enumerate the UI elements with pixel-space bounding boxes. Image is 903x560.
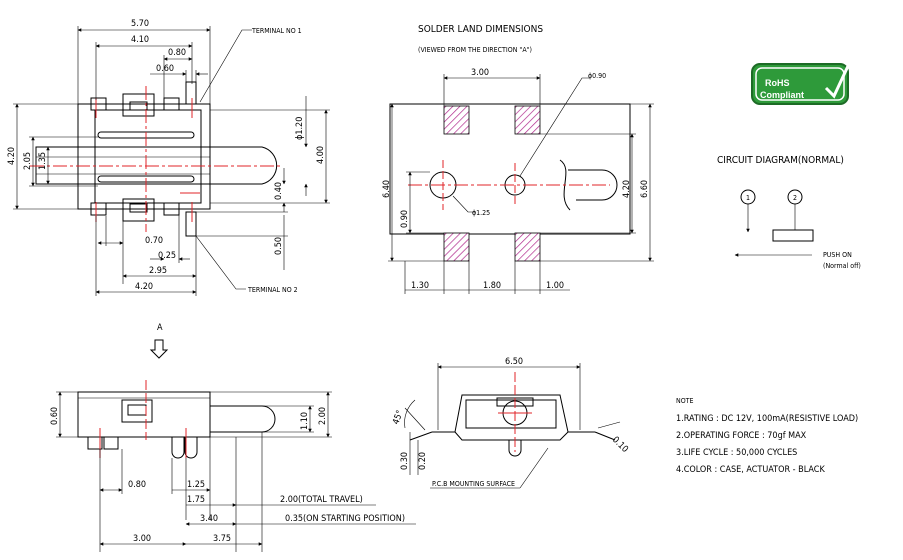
land-pad-bl	[443, 232, 470, 262]
dim-2-05: 2.05	[23, 152, 33, 170]
terminal-2-marker: 2	[793, 194, 797, 202]
land-outline	[389, 103, 631, 235]
dim-0-80: 0.80	[168, 48, 186, 58]
land-dim-3-00: 3.00	[471, 68, 489, 78]
solder-land-title: SOLDER LAND DIMENSIONS	[418, 24, 543, 35]
note-item: 4.COLOR : CASE, ACTUATOR - BLACK	[676, 465, 825, 475]
notes-block: NOTE 1.RATING : DC 12V, 100mA(RESISTIVE …	[676, 397, 858, 475]
land-dim-6-40: 6.40	[382, 180, 392, 198]
end-dim-6-50: 6.50	[505, 357, 523, 367]
end-angle-45: 45°	[391, 409, 405, 426]
switch-body	[77, 103, 211, 210]
side-dim-0-60: 0.60	[50, 407, 60, 425]
side-dim-0-80: 0.80	[128, 480, 146, 490]
side-actuator	[210, 405, 276, 433]
side-dim-1-25: 1.25	[187, 480, 205, 490]
dim-0-25: 0.25	[158, 251, 176, 261]
body-inner	[94, 109, 202, 204]
circuit-title: CIRCUIT DIAGRAM(NORMAL)	[717, 155, 844, 166]
direction-a-label: A	[157, 323, 163, 333]
dim-4-20-bottom: 4.20	[135, 282, 153, 292]
terminal-1-marker: 1	[746, 194, 750, 202]
land-dim-4-20: 4.20	[622, 180, 632, 198]
dim-0-70: 0.70	[145, 236, 163, 246]
dim-phi-1-20: ϕ1.20	[295, 117, 305, 140]
circuit-diagram: CIRCUIT DIAGRAM(NORMAL) 1 2 PUSH ON (Nor…	[717, 155, 861, 270]
end-dim-0-30: 0.30	[400, 452, 410, 470]
end-dim-0-20: 0.20	[418, 452, 428, 470]
end-view: 6.50 45° 0.10 0.30 0.20 P.C.B MOUNTING S…	[391, 357, 630, 489]
dim-0-60: 0.60	[156, 64, 174, 74]
normal-off-label: (Normal off)	[823, 262, 861, 270]
side-dim-3-75: 3.75	[213, 534, 231, 544]
terminal-2	[185, 211, 197, 237]
dim-2-95: 2.95	[149, 266, 167, 276]
side-dim-1-75: 1.75	[187, 495, 205, 505]
dim-4-10: 4.10	[131, 35, 149, 45]
dim-1-35: 1.35	[38, 152, 48, 170]
dim-0-50: 0.50	[274, 237, 284, 255]
rohs-text: RoHS	[765, 78, 790, 88]
land-dim-1-00: 1.00	[546, 281, 564, 291]
top-view: 5.70 4.10 0.80 0.60 TERMINAL NO 1 4.20 2…	[7, 19, 330, 296]
land-dim-6-60: 6.60	[640, 180, 650, 198]
terminal-1	[185, 81, 197, 105]
land-dim-1-30: 1.30	[411, 281, 429, 291]
push-on-label: PUSH ON	[823, 251, 852, 259]
terminal-no2-label: TERMINAL NO 2	[247, 286, 298, 294]
rohs-compliant-text: Compliant	[760, 90, 804, 100]
check-icon	[824, 65, 850, 99]
rohs-logo: RoHS Compliant	[751, 63, 850, 105]
land-pad-br	[514, 232, 541, 262]
land-pad-tl	[443, 105, 470, 135]
notes-title: NOTE	[676, 397, 694, 405]
contact-plate	[772, 229, 814, 242]
side-dim-2-00: 2.00	[318, 407, 328, 425]
actuator-stem	[35, 146, 278, 185]
terminal-no1-label: TERMINAL NO 1	[251, 27, 302, 35]
land-pad-tr	[514, 105, 541, 135]
end-dim-0-10: 0.10	[610, 435, 630, 455]
land-dim-1-80: 1.80	[483, 281, 501, 291]
solder-land-view: SOLDER LAND DIMENSIONS (VIEWED FROM THE …	[382, 24, 654, 294]
side-dim-1-10: 1.10	[300, 412, 310, 430]
note-item: 1.RATING : DC 12V, 100mA(RESISTIVE LOAD)	[676, 414, 858, 424]
end-body-outline	[432, 394, 595, 433]
dim-4-00: 4.00	[316, 146, 326, 164]
solder-land-subtitle: (VIEWED FROM THE DIRECTION "A")	[418, 46, 532, 54]
direction-arrow-icon	[149, 339, 169, 359]
side-dim-3-00: 3.00	[133, 534, 151, 544]
note-item: 2.OPERATING FORCE : 70gf MAX	[676, 431, 807, 441]
note-item: 3.LIFE CYCLE : 50,000 CYCLES	[676, 448, 797, 458]
side-view: A 0.60 1.10 2.00 0.80 1.25	[50, 323, 416, 552]
dim-5-70: 5.70	[131, 19, 149, 29]
side-start-position: 0.35(ON STARTING POSITION)	[285, 514, 405, 524]
land-dim-0-90: 0.90	[400, 210, 410, 228]
side-travel-label: 2.00(TOTAL TRAVEL)	[280, 495, 363, 505]
dim-0-40: 0.40	[274, 182, 284, 200]
pcb-surface-label: P.C.B MOUNTING SURFACE	[432, 480, 515, 488]
side-body	[77, 391, 211, 438]
land-dim-phi-0-90: ϕ0.90	[588, 72, 606, 80]
land-dim-phi-1-25: ϕ1.25	[472, 209, 490, 217]
dim-4-20-left: 4.20	[7, 147, 17, 165]
side-dim-3-40: 3.40	[200, 514, 218, 524]
